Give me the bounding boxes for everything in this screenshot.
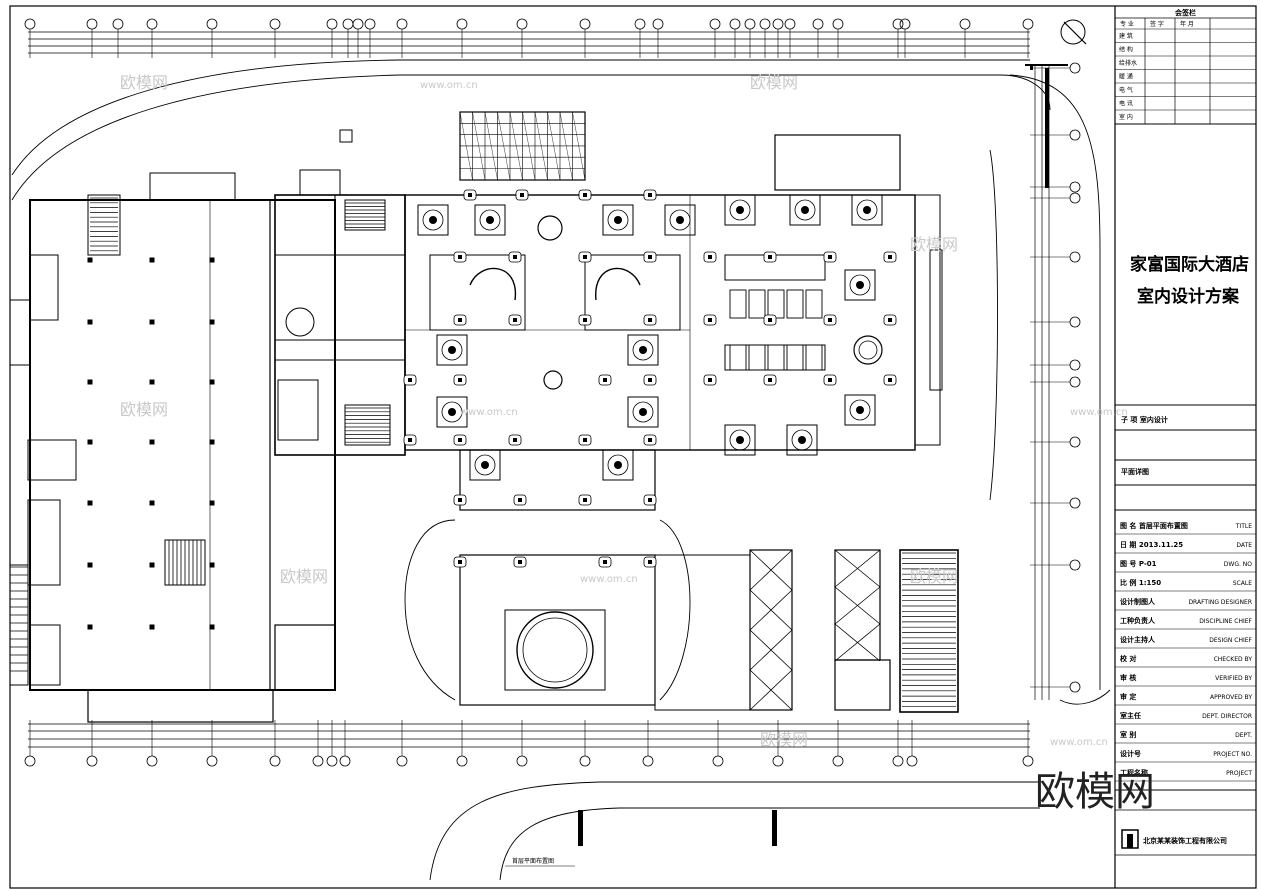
svg-text:www.om.cn: www.om.cn [460, 407, 518, 418]
title-block-row-label: 工程名称 [1120, 768, 1148, 777]
title-block-row-en: DRAFTING DESIGNER [1188, 599, 1252, 606]
svg-text:欧模网: 欧模网 [120, 400, 168, 419]
hall-stairs [10, 197, 390, 672]
title-block-row-en: PROJECT [1226, 770, 1252, 777]
bottom-axis-markers [24, 720, 1034, 767]
signoff-row-label: 室 内 [1119, 113, 1133, 121]
title-block-row-label: 设计主持人 [1120, 635, 1156, 644]
signoff-row-label: 结 构 [1119, 46, 1133, 54]
title-block-row-label: 图 名 首层平面布置图 [1120, 521, 1188, 530]
svg-text:欧模网: 欧模网 [910, 567, 958, 586]
title-block-row-label: 图 号 P-01 [1120, 559, 1157, 568]
signoff-row-label: 给排水 [1119, 59, 1137, 67]
svg-text:www.om.cn: www.om.cn [580, 574, 638, 585]
skylight-grid [459, 111, 586, 181]
hall-columns [87, 257, 215, 630]
title-block-row-en: DEPT. [1235, 732, 1252, 739]
top-axis-markers [24, 18, 1034, 58]
signoff-row-label: 电 讯 [1119, 100, 1133, 108]
bottom-dimension-lines [28, 723, 1030, 748]
signoff-row-label: 暖 通 [1119, 73, 1133, 81]
site-roads [11, 59, 1111, 881]
watermarks: 欧模网 www.om.cn 欧模网 欧模网 www.om.cn 欧模网 www.… [120, 73, 1128, 749]
signoff-col-header: 年 月 [1180, 20, 1194, 28]
svg-text:欧模网: 欧模网 [910, 235, 958, 254]
svg-text:www.om.cn: www.om.cn [1070, 407, 1128, 418]
parking-hatch [749, 549, 956, 711]
bottom-markers [578, 810, 777, 846]
title-block-row-en: VERIFIED BY [1215, 675, 1252, 682]
signoff-col-header: 专 业 [1120, 20, 1134, 28]
title-block-row-label: 室主任 [1120, 711, 1141, 720]
title-block-row-en: PROJECT NO. [1213, 751, 1252, 758]
title-block-row-label: 设计号 [1120, 749, 1141, 758]
drawing-type: 平面详图 [1121, 467, 1149, 476]
svg-text:www.om.cn: www.om.cn [1050, 737, 1108, 748]
svg-text:欧模网: 欧模网 [750, 73, 798, 92]
service-core [274, 129, 406, 691]
signoff-header: 会签栏 [1175, 8, 1196, 17]
title-block-row-label: 审 定 [1120, 692, 1136, 701]
title-block-row-en: DISCIPLINE CHIEF [1199, 618, 1252, 625]
title-block-row-en: APPROVED BY [1210, 694, 1252, 701]
title-block-row-label: 校 对 [1120, 654, 1136, 663]
plan-caption: 首层平面布置图 [512, 857, 554, 865]
title-block-row-label: 设计制图人 [1120, 597, 1156, 606]
north-arrow [1060, 19, 1087, 45]
project-title-line2: 室内设计方案 [1137, 286, 1240, 307]
title-block-row-label: 审 核 [1120, 673, 1136, 682]
title-block-row-label: 工种负责人 [1120, 616, 1156, 625]
title-block-row-en: DATE [1236, 542, 1252, 549]
lobby-furniture [417, 194, 883, 481]
company-name: 北京某某装饰工程有限公司 [1143, 836, 1227, 845]
title-block: 子 项 室内设计 平面详图 图 名 首层平面布置图 TITLE 日 期 2013.1… [1115, 404, 1256, 856]
title-block-row-en: TITLE [1235, 523, 1252, 530]
subitem-label: 子 项 室内设计 [1121, 415, 1168, 424]
lobby-columns [403, 189, 897, 568]
title-block-row-label: 比 例 1:150 [1120, 578, 1161, 587]
title-block-row-en: SCALE [1233, 580, 1252, 587]
signoff-row-label: 建 筑 [1119, 32, 1133, 40]
svg-text:欧模网: 欧模网 [120, 73, 168, 92]
title-block-row-label: 室 别 [1120, 730, 1136, 739]
signoff-row-label: 电 气 [1119, 86, 1133, 94]
title-block-row-en: DESIGN CHIEF [1209, 637, 1252, 644]
right-dark-bars [1030, 65, 1049, 188]
main-lobby [404, 111, 943, 711]
drawing-frame [9, 5, 1257, 889]
title-block-row-en: DEPT. DIRECTOR [1202, 713, 1252, 720]
brand-watermark: 欧模网 [1035, 769, 1155, 815]
title-block-row-label: 日 期 2013.11.25 [1120, 540, 1183, 549]
title-block-row-en: CHECKED BY [1214, 656, 1253, 663]
company-logo-icon [1121, 829, 1139, 849]
project-title-line1: 家富国际大酒店 [1130, 254, 1249, 275]
svg-text:www.om.cn: www.om.cn [420, 80, 478, 91]
title-block-row-en: DWG. NO [1224, 561, 1253, 568]
right-axis-markers [1030, 62, 1081, 693]
top-dimension-lines [28, 31, 1030, 54]
signoff-col-header: 签 字 [1150, 20, 1164, 28]
svg-text:欧模网: 欧模网 [760, 730, 808, 749]
svg-text:欧模网: 欧模网 [280, 567, 328, 586]
